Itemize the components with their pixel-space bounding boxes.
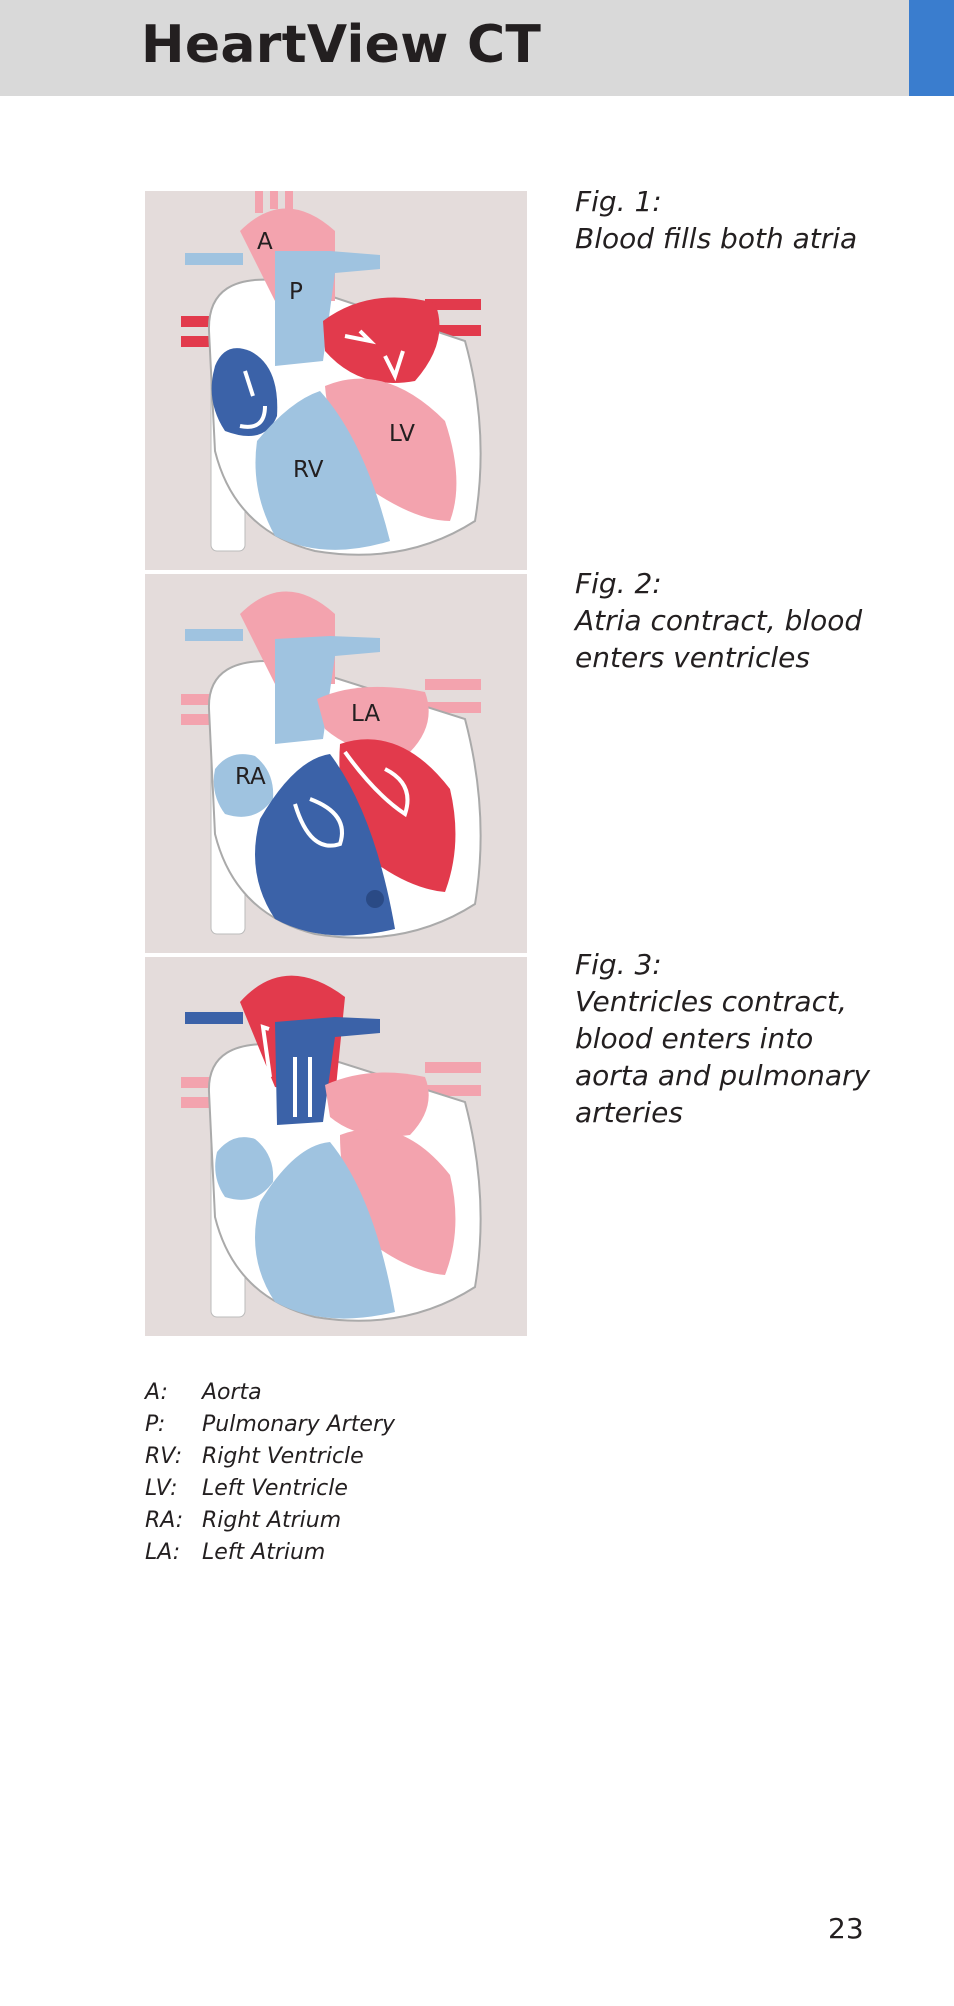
figure-3-caption-title: Fig. 3:: [575, 948, 662, 981]
figure-1-caption-line: Blood fills both atria: [575, 222, 858, 255]
figure-2-caption-line: Atria contract, blood: [575, 604, 863, 637]
figure-3-caption-line: Ventricles contract,: [575, 985, 847, 1018]
figure-1-caption-title: Fig. 1:: [575, 185, 662, 218]
legend-abbr: LV:: [145, 1476, 178, 1501]
legend-item: LA: Left Atrium: [145, 1537, 395, 1569]
legend-item: P: Pulmonary Artery: [145, 1409, 395, 1441]
legend-item: RA: Right Atrium: [145, 1505, 395, 1537]
label-left-ventricle: LV: [389, 421, 415, 447]
header-accent-block: [909, 0, 954, 96]
page-number: 23: [828, 1912, 864, 1945]
figure-2-caption: Fig. 2: Atria contract, blood enters ven…: [575, 565, 905, 676]
legend-abbr: P:: [145, 1412, 166, 1437]
heart-illustration-fig1: A P LV RV: [181, 191, 482, 556]
legend-text: Pulmonary Artery: [202, 1412, 396, 1437]
figure-2-heart-diagram: LA RA: [145, 574, 527, 953]
legend-item: RV: Right Ventricle: [145, 1441, 395, 1473]
legend-abbr: RA:: [145, 1508, 184, 1533]
label-right-atrium: RA: [235, 764, 266, 790]
legend-abbr: A:: [145, 1380, 168, 1405]
figure-3-caption-line: arteries: [575, 1096, 683, 1129]
figure-2-caption-line: enters ventricles: [575, 641, 810, 674]
label-left-atrium: LA: [351, 701, 380, 727]
heart-illustration-fig3: [181, 975, 482, 1322]
label-right-ventricle: RV: [293, 457, 324, 483]
figure-1-heart-diagram: A P LV RV: [145, 191, 527, 570]
heart-illustration-fig2: LA RA: [181, 591, 482, 939]
figure-2-caption-title: Fig. 2:: [575, 567, 662, 600]
legend-abbr: RV:: [145, 1444, 183, 1469]
figure-3-caption-line: aorta and pulmonary: [575, 1059, 871, 1092]
label-pulmonary-artery: P: [289, 279, 303, 305]
figure-3-caption: Fig. 3: Ventricles contract, blood enter…: [575, 946, 905, 1131]
legend-text: Left Ventricle: [202, 1476, 348, 1501]
legend-text: Right Ventricle: [202, 1444, 364, 1469]
header-bar: [0, 0, 909, 96]
page-title: HeartView CT: [141, 15, 542, 75]
figure-3-caption-line: blood enters into: [575, 1022, 814, 1055]
legend-text: Aorta: [202, 1380, 262, 1405]
figure-1-caption: Fig. 1: Blood fills both atria: [575, 183, 905, 257]
legend-text: Right Atrium: [202, 1508, 342, 1533]
abbreviation-legend: A: Aorta P: Pulmonary Artery RV: Right Vent…: [145, 1377, 395, 1569]
label-aorta: A: [257, 229, 273, 255]
legend-abbr: LA:: [145, 1540, 181, 1565]
legend-item: A: Aorta: [145, 1377, 395, 1409]
figure-3-heart-diagram: [145, 957, 527, 1336]
legend-item: LV: Left Ventricle: [145, 1473, 395, 1505]
legend-text: Left Atrium: [202, 1540, 326, 1565]
